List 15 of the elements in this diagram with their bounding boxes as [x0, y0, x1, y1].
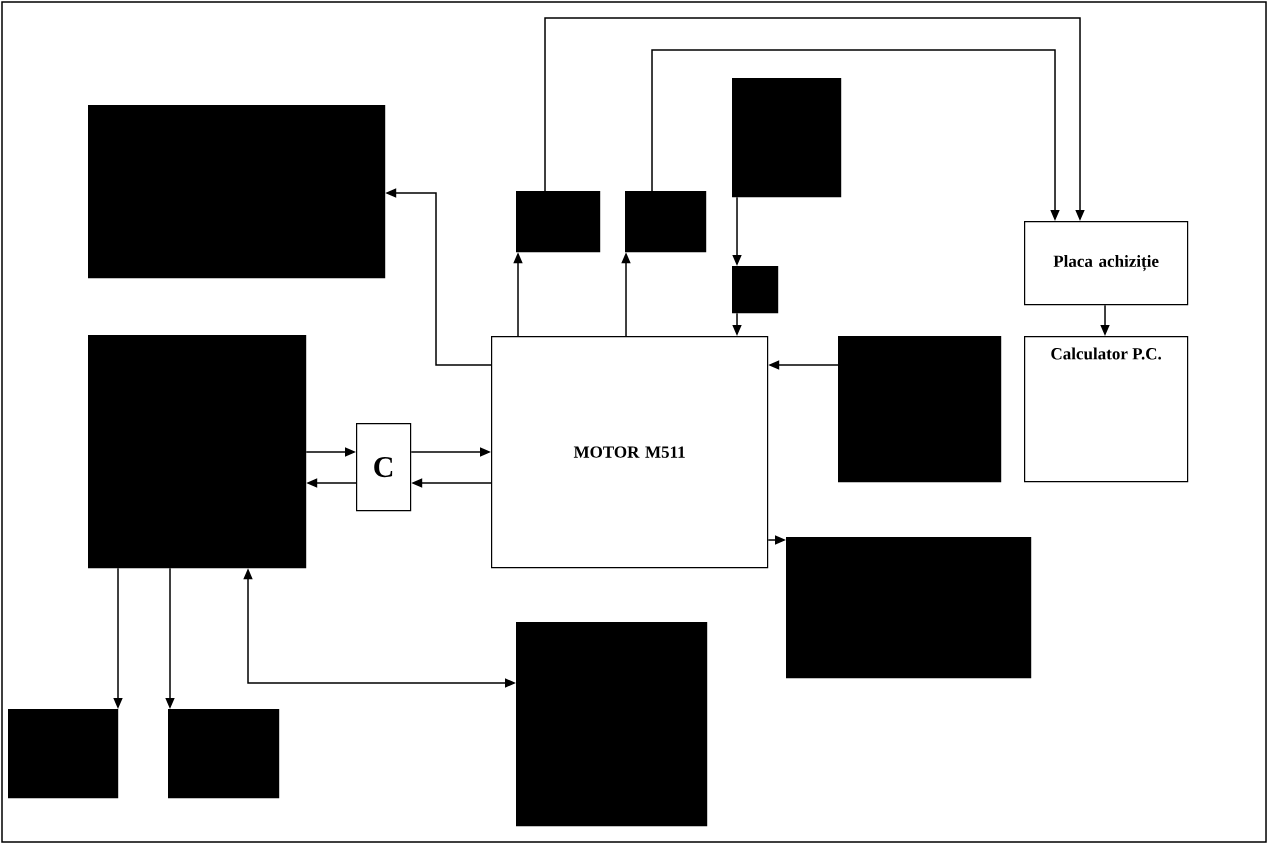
solid-box: [732, 78, 842, 198]
solid-box: [88, 335, 307, 569]
process-box: MOTOR M511: [491, 336, 769, 569]
solid-box: [786, 537, 1032, 679]
solid-box: [516, 191, 601, 253]
solid-box: [732, 266, 779, 314]
process-box: Calculator P.C.: [1024, 336, 1189, 483]
solid-box: [625, 191, 707, 253]
solid-box: [8, 709, 119, 799]
process-box: Placa achiziție: [1024, 221, 1189, 306]
solid-box: [88, 105, 386, 279]
solid-box: [516, 622, 708, 827]
solid-box: [168, 709, 280, 799]
solid-box: [838, 336, 1002, 483]
process-box: C: [356, 423, 412, 512]
